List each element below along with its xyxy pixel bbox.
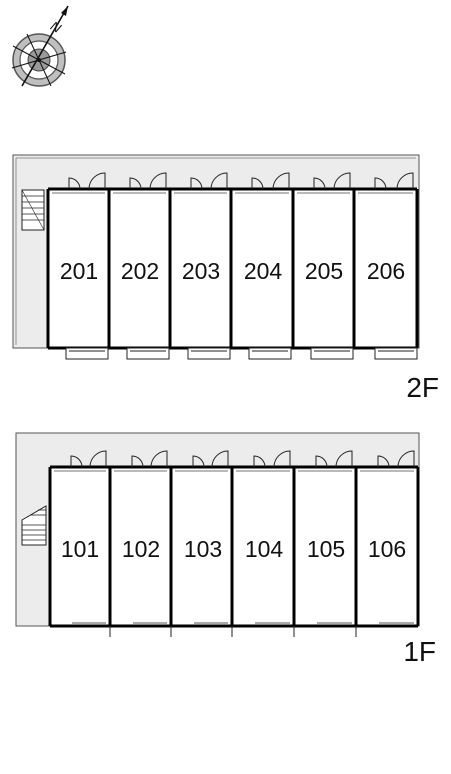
partition-marks-1f <box>109 626 357 637</box>
room-102-label: 102 <box>122 536 160 562</box>
floor-1f: 101 102 103 104 105 106 1F <box>15 432 436 667</box>
floor-label-2f: 2F <box>406 372 439 403</box>
stairs-2f <box>21 189 45 231</box>
compass-north-label: N <box>48 18 64 36</box>
room-206-label: 206 <box>367 258 405 284</box>
balconies-2f <box>65 347 418 360</box>
room-101-label: 101 <box>61 536 99 562</box>
room-104-label: 104 <box>245 536 284 562</box>
room-204-label: 204 <box>244 258 283 284</box>
floor-label-1f: 1F <box>403 636 436 667</box>
room-203-label: 203 <box>182 258 220 284</box>
room-202-label: 202 <box>121 258 159 284</box>
room-106-label: 106 <box>368 536 406 562</box>
doors-2f <box>68 172 414 190</box>
compass-rose-icon: N <box>11 5 69 87</box>
room-103-label: 103 <box>184 536 222 562</box>
floor-2f: 201 202 203 204 205 206 2F <box>12 154 439 403</box>
room-201-label: 201 <box>60 258 98 284</box>
doors-1f <box>70 450 415 468</box>
room-205-label: 205 <box>305 258 343 284</box>
stairs-1f <box>21 505 47 546</box>
room-105-label: 105 <box>307 536 345 562</box>
